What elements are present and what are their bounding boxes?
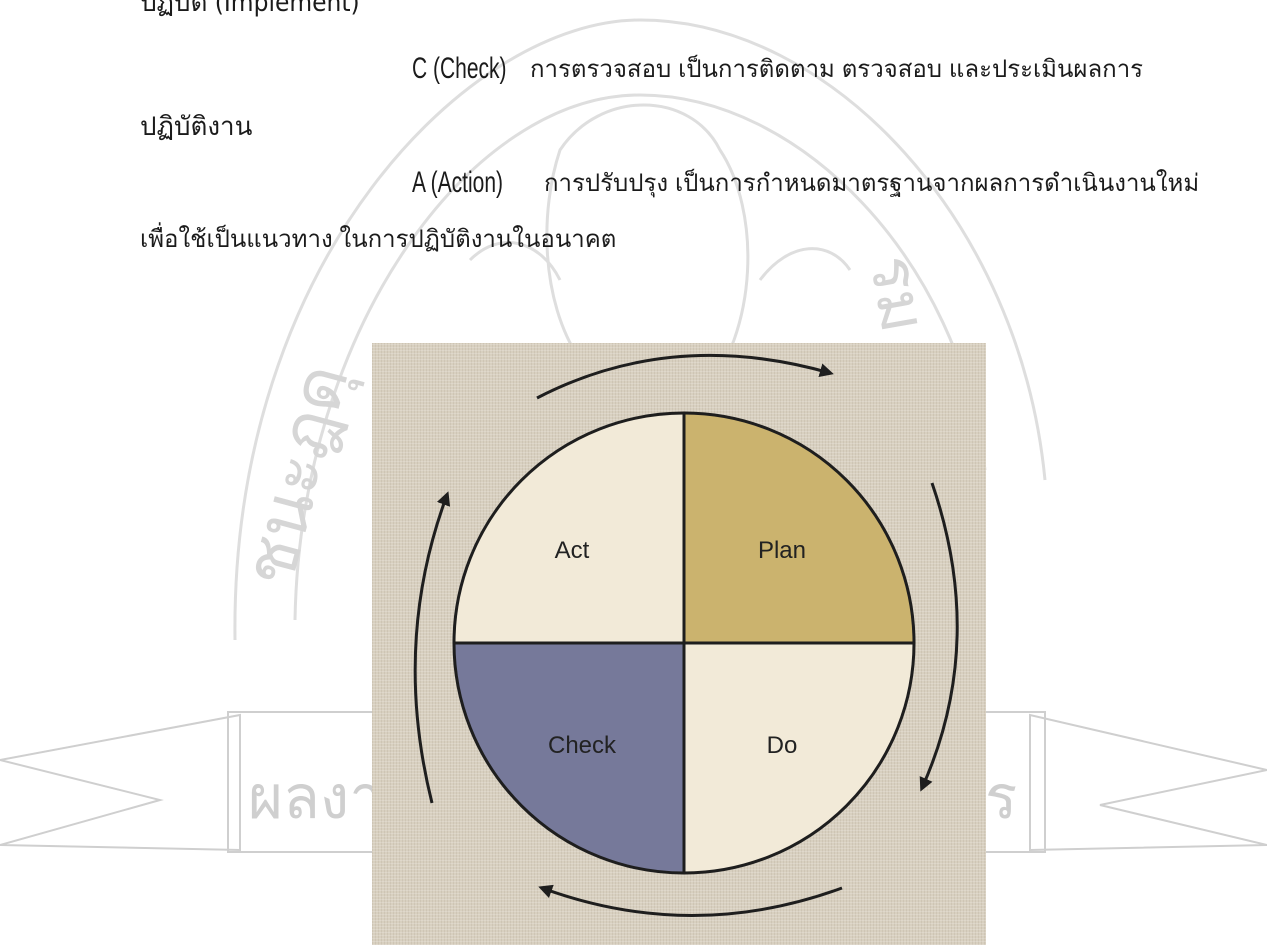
arrow-bottom — [542, 888, 842, 916]
text-line-action-desc: การปรับปรุง เป็นการกำหนดมาตรฐานจากผลการด… — [544, 166, 1199, 200]
text-line-action: A (Action) — [412, 166, 542, 201]
term-action: A (Action) — [412, 166, 503, 200]
term-check: C (Check) — [412, 52, 507, 86]
text-line-check: C (Check) — [412, 52, 547, 87]
text-line-implement: ปฏิบัติ (Implement) — [140, 0, 360, 20]
label-plan: Plan — [758, 537, 806, 564]
arrow-right — [922, 483, 957, 788]
seal-arc-text-right: รม — [854, 250, 940, 338]
arrow-left — [415, 495, 447, 803]
label-act: Act — [555, 537, 590, 564]
banner-text-right: ร — [985, 763, 1017, 833]
quadrant-act — [454, 413, 684, 643]
arrow-top — [537, 355, 830, 398]
text-line-future: เพื่อใช้เป็นแนวทาง ในการปฏิบัติงานในอนาค… — [140, 222, 616, 256]
text-line-performance: ปฏิบัติงาน — [140, 110, 252, 144]
quadrant-do — [684, 643, 914, 873]
pdca-diagram: Act Plan Check Do — [372, 343, 986, 945]
label-check: Check — [548, 732, 617, 759]
label-do: Do — [767, 732, 798, 759]
text-line-check-desc: การตรวจสอบ เป็นการติดตาม ตรวจสอบ และประเ… — [530, 52, 1143, 86]
quadrant-plan — [684, 413, 914, 643]
pdca-cycle-figure: Act Plan Check Do — [372, 343, 986, 945]
